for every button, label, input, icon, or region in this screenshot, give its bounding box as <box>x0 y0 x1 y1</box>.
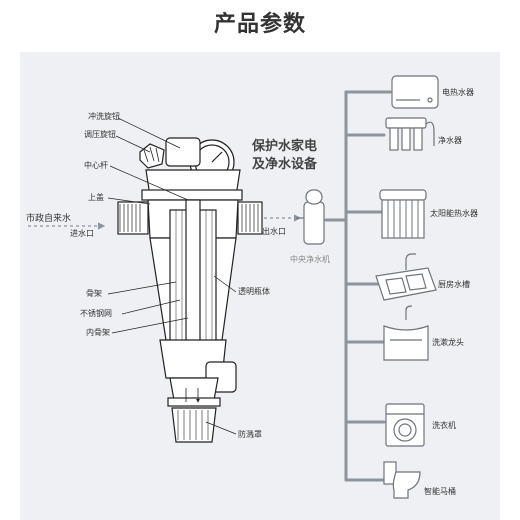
label-center-rod: 中心杆 <box>84 160 108 170</box>
label-source: 市政自来水 <box>26 212 71 224</box>
label-upper-cover: 上盖 <box>88 192 104 202</box>
label-inner-skeleton: 内骨架 <box>86 327 110 337</box>
kitchen-sink-icon <box>375 253 437 301</box>
label-transparent-bottle: 透明瓶体 <box>238 286 270 296</box>
appliance-label-faucet: 洗漱龙头 <box>432 337 464 347</box>
central-unit-icon <box>296 189 325 245</box>
page-title: 产品参数 <box>213 12 306 37</box>
label-anti-splash-cover: 防溅罩 <box>238 429 262 439</box>
water-purifier-icon <box>385 117 435 151</box>
solar-heater-icon <box>379 189 427 239</box>
basin-faucet-icon <box>383 305 429 361</box>
appliance-label-washer: 洗衣机 <box>432 420 456 430</box>
protect-line-2: 及净水设备 <box>252 156 318 172</box>
prefilter-drawing <box>117 137 263 443</box>
appliance-label-sink: 厨房水槽 <box>438 279 470 289</box>
water-heater-icon <box>391 75 439 109</box>
distribution-pipes <box>324 90 392 482</box>
label-skeleton: 骨架 <box>86 289 102 298</box>
appliance-label-water-heater: 电热水器 <box>442 87 474 97</box>
appliance-label-toilet: 智能马桶 <box>424 486 456 496</box>
appliance-label-solar: 太阳能热水器 <box>430 208 478 218</box>
appliance-label-purifier: 净水器 <box>438 135 462 145</box>
protect-line-1: 保护水家电 <box>251 138 317 154</box>
washing-machine-icon <box>385 403 425 447</box>
label-inlet: 进水口 <box>70 228 94 238</box>
label-central-unit: 中央净水机 <box>290 254 330 264</box>
smart-toilet-icon <box>383 461 421 499</box>
leader-lines <box>107 117 237 435</box>
label-flush-knob: 冲洗旋钮 <box>88 111 120 121</box>
label-pressure-knob: 调压旋钮 <box>84 129 116 139</box>
label-stainless-mesh: 不锈钢网 <box>80 308 112 318</box>
label-outlet: 出水口 <box>262 226 286 236</box>
